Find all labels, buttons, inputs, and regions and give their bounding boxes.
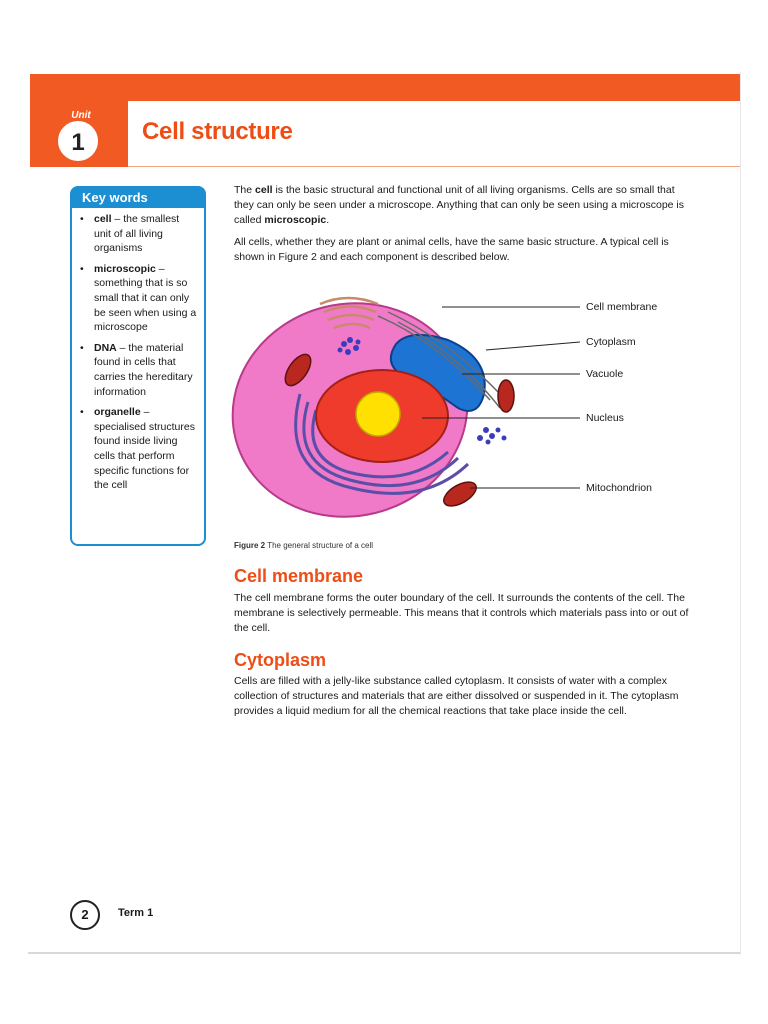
cell-diagram: Cell membrane Cytoplasm Vacuole Nucleus …: [228, 282, 688, 532]
golgi-shape: [319, 296, 379, 330]
label-cytoplasm: Cytoplasm: [586, 336, 636, 348]
ribosome-cluster: [337, 337, 507, 445]
title-divider: [128, 166, 740, 167]
keyword-definition: – the smallest unit of all living organi…: [94, 213, 180, 255]
keyword-item: •organelle – specialised structures foun…: [80, 406, 195, 492]
key-words-list: •cell – the smallest unit of all living …: [72, 208, 204, 493]
header-bar: [30, 74, 740, 101]
keyword-definition: – something that is so small that it can…: [94, 262, 197, 334]
page-number: 2: [70, 900, 100, 930]
keyword-term: cell: [94, 213, 112, 225]
keyword-item: •cell – the smallest unit of all living …: [80, 213, 180, 255]
section-body-cell-membrane: The cell membrane forms the outer bounda…: [234, 592, 689, 634]
keyword-term: organelle: [94, 406, 141, 419]
label-nucleus: Nucleus: [586, 412, 624, 424]
label-cell-membrane: Cell membrane: [586, 301, 657, 313]
cytoskeleton-shape: [377, 311, 501, 409]
cell-illustration: Cell membrane Cytoplasm Vacuole Nucleus …: [231, 296, 657, 518]
keyword-item: •microscopic – something that is so smal…: [80, 262, 197, 334]
page-title: Cell structure: [142, 118, 293, 145]
mitochondrion-shape: [284, 353, 515, 507]
endoplasmic-reticulum-shape: [294, 393, 470, 495]
label-mitochondrion: Mitochondrion: [586, 482, 652, 494]
unit-label: Unit: [71, 110, 91, 121]
keyword-term: microscopic: [94, 262, 156, 275]
label-leader-lines: [422, 306, 581, 489]
key-words-heading: Key words: [72, 188, 204, 208]
section-heading-cytoplasm: Cytoplasm: [234, 650, 327, 670]
unit-number: 1: [58, 121, 98, 161]
section-body-cytoplasm: Cells are filled with a jelly-like subst…: [234, 675, 679, 717]
intro-paragraph-1: The cell is the basic structural and fun…: [234, 184, 685, 226]
key-words-box: Key words •cell – the smallest unit of a…: [70, 186, 206, 546]
keyword-definition: – specialised structures found inside li…: [94, 406, 195, 492]
keyword-definition: – the material found in cells that carri…: [94, 341, 193, 398]
figure-caption: Figure 2 The general structure of a cell: [234, 541, 374, 550]
term-label: Term 1: [118, 907, 154, 919]
section-heading-cell-membrane: Cell membrane: [234, 566, 364, 586]
nucleolus-shape: [355, 391, 401, 437]
keyword-item: •DNA – the material found in cells that …: [80, 341, 193, 398]
label-vacuole: Vacuole: [586, 368, 623, 380]
intro-paragraph-2: All cells, whether they are plant or ani…: [234, 236, 669, 263]
keyword-term: DNA: [94, 341, 117, 354]
